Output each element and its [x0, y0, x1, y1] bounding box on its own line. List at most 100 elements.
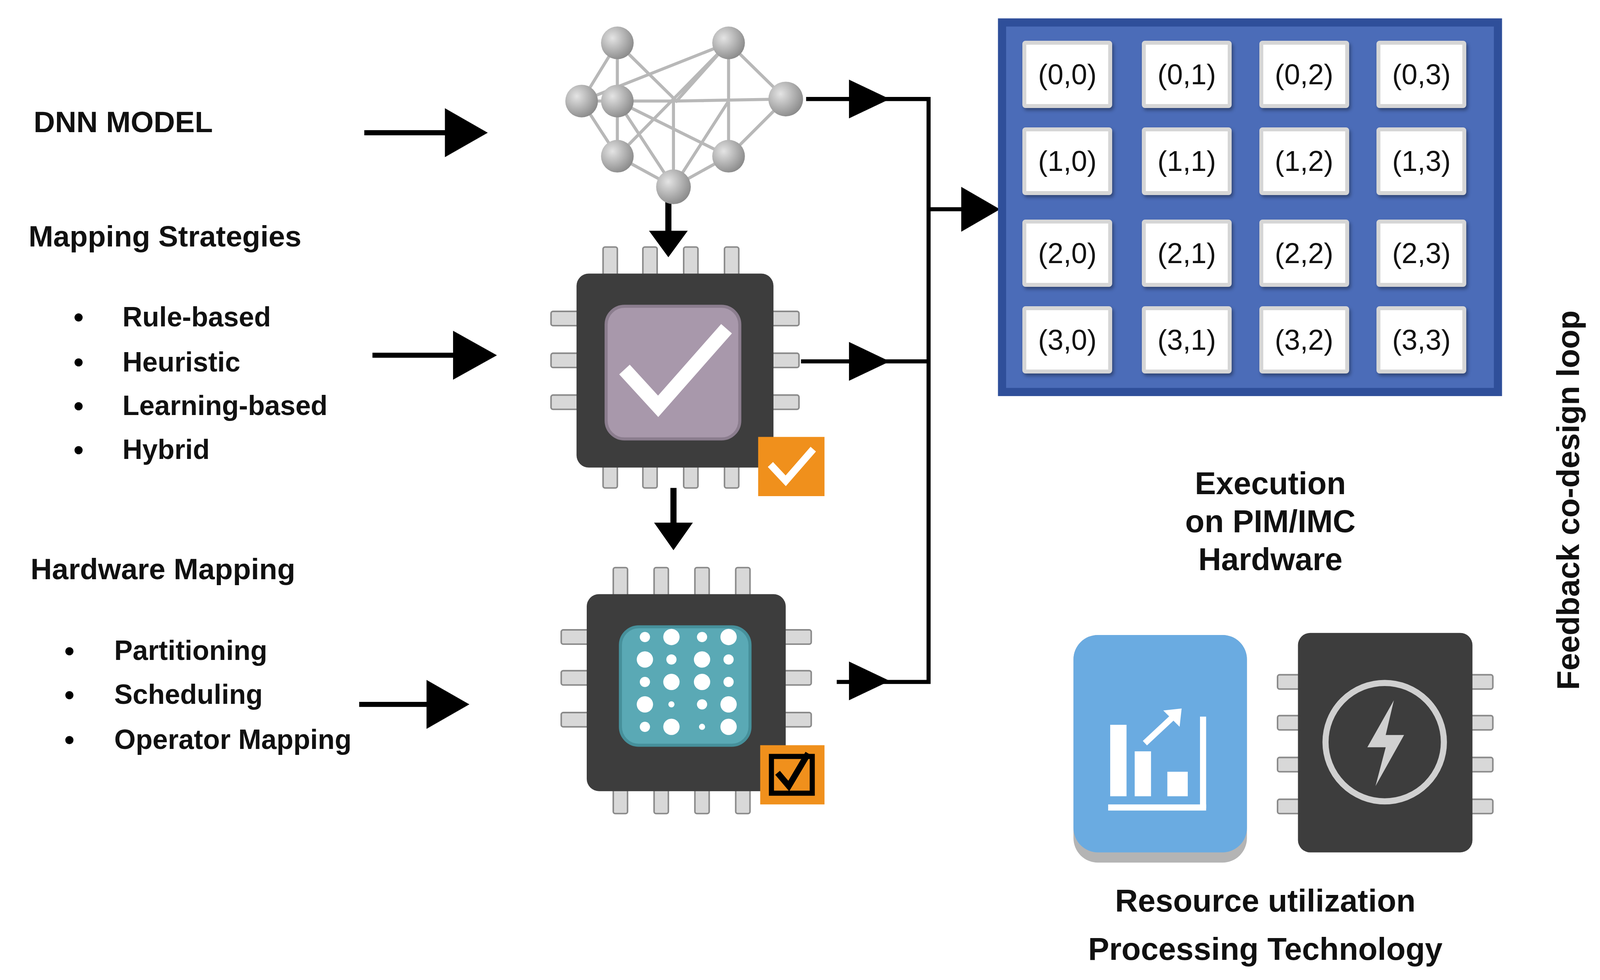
- drawing-part: [654, 522, 693, 551]
- drawing-part: [576, 273, 774, 468]
- drawing-part: [783, 629, 812, 645]
- cell-coordinate: (0,0): [1038, 58, 1097, 91]
- drawing-part: [1108, 804, 1207, 811]
- cell-coordinate: (3,0): [1038, 323, 1097, 357]
- drawing-part: [683, 465, 698, 489]
- drawing-part: [1073, 635, 1247, 853]
- grid-cell: (2,3): [1376, 219, 1467, 287]
- drawing-part: [1167, 771, 1188, 797]
- drawing-part: [735, 567, 751, 597]
- collector-arrows: [801, 79, 1001, 701]
- drawing-part: [642, 465, 658, 489]
- drawing-part: [620, 626, 751, 746]
- drawing-part: [724, 246, 739, 276]
- cell-coordinate: (0,1): [1157, 58, 1216, 91]
- drawing-part: [723, 654, 734, 665]
- drawing-part: [666, 654, 677, 665]
- drawing-part: [65, 735, 74, 745]
- grid-cell: (0,2): [1259, 40, 1350, 109]
- drawing-part: [849, 341, 890, 381]
- drawing-part: [654, 567, 669, 597]
- grid-cell: (0,3): [1376, 40, 1467, 109]
- drawing-part: [768, 81, 804, 117]
- drawing-part: [565, 84, 599, 118]
- drawing-part: [561, 712, 589, 727]
- drawing-part: [613, 789, 628, 814]
- drawing-part: [600, 139, 634, 173]
- cell-coordinate: (3,2): [1274, 323, 1334, 357]
- drawing-part: [1470, 799, 1493, 814]
- drawing-part: [663, 718, 680, 735]
- drawing-part: [1298, 633, 1473, 853]
- cell-coordinate: (2,0): [1038, 236, 1097, 270]
- caption-label: Resource utilization: [1114, 881, 1416, 920]
- drawing-part: [694, 789, 710, 814]
- drawing-part: [720, 718, 737, 735]
- resource-icon: [1073, 635, 1247, 863]
- drawing-part: [1277, 715, 1301, 730]
- drawing-part: [1277, 757, 1301, 772]
- drawing-part: [805, 98, 929, 682]
- grid-cell: (1,3): [1376, 127, 1467, 195]
- drawing-part: [1470, 757, 1493, 772]
- grid-cell: (2,1): [1141, 219, 1232, 287]
- drawing-part: [1163, 708, 1182, 727]
- label-heading: Hardware Mapping: [30, 551, 296, 588]
- drawing-part: [712, 26, 746, 60]
- drawing-part: [697, 699, 708, 710]
- drawing-part: [693, 673, 711, 691]
- grid-cell: (1,0): [1022, 127, 1113, 195]
- grid-cell: (1,1): [1141, 127, 1232, 195]
- cell-coordinate: (1,1): [1157, 144, 1216, 178]
- drawing-part: [1200, 716, 1206, 809]
- drawing-part: [724, 465, 739, 489]
- drawing-part: [694, 567, 710, 597]
- drawing-part: [654, 789, 669, 814]
- drawing-part: [777, 753, 808, 787]
- drawing-part: [613, 567, 628, 597]
- cell-coordinate: (3,1): [1157, 323, 1216, 357]
- bullet-item: Partitioning: [114, 634, 268, 668]
- drawing-part: [735, 789, 751, 814]
- drawing-part: [961, 186, 1000, 232]
- drawing-part: [74, 402, 83, 411]
- drawing-part: [600, 84, 634, 118]
- drawing-part: [683, 246, 698, 276]
- drawing-part: [771, 353, 800, 368]
- drawing-part: [697, 631, 708, 643]
- drawing-part: [586, 594, 786, 792]
- loop-label: Feedback co-design loop: [1549, 310, 1588, 690]
- drawing-part: [655, 169, 691, 205]
- drawing-part: [712, 139, 746, 173]
- grid-cell: (1,2): [1259, 127, 1350, 195]
- grid-cell: (2,0): [1022, 219, 1113, 287]
- mapping-chip: [551, 246, 825, 497]
- drawing-part: [1110, 724, 1127, 797]
- drawing-part: [561, 629, 589, 645]
- bullet-item: Scheduling: [114, 678, 263, 712]
- drawing-part: [1470, 674, 1493, 690]
- drawing-part: [1277, 674, 1301, 690]
- drawing-part: [551, 395, 579, 410]
- execution-label: Execution on PIM/IMC Hardware: [1175, 464, 1366, 579]
- grid-cell: (0,1): [1141, 40, 1232, 109]
- drawing-part: [1145, 714, 1176, 744]
- drawing-part: [758, 436, 825, 497]
- drawing-part: [600, 26, 634, 60]
- grid-cell: (3,0): [1022, 306, 1113, 374]
- drawing-part: [602, 465, 618, 489]
- drawing-part: [663, 628, 680, 645]
- bullet-item: Rule-based: [122, 300, 271, 334]
- drawing-part: [693, 651, 711, 668]
- drawing-part: [372, 352, 457, 358]
- cell-coordinate: (2,3): [1392, 236, 1451, 270]
- drawing-part: [74, 446, 83, 455]
- drawing-part: [770, 449, 814, 481]
- grid-cell: (3,3): [1376, 306, 1467, 374]
- drawing-part: [364, 130, 450, 136]
- drawing-part: [849, 661, 890, 701]
- drawing-part: [561, 670, 589, 685]
- drawing-part: [771, 395, 800, 410]
- bullet-item: Learning-based: [122, 389, 328, 423]
